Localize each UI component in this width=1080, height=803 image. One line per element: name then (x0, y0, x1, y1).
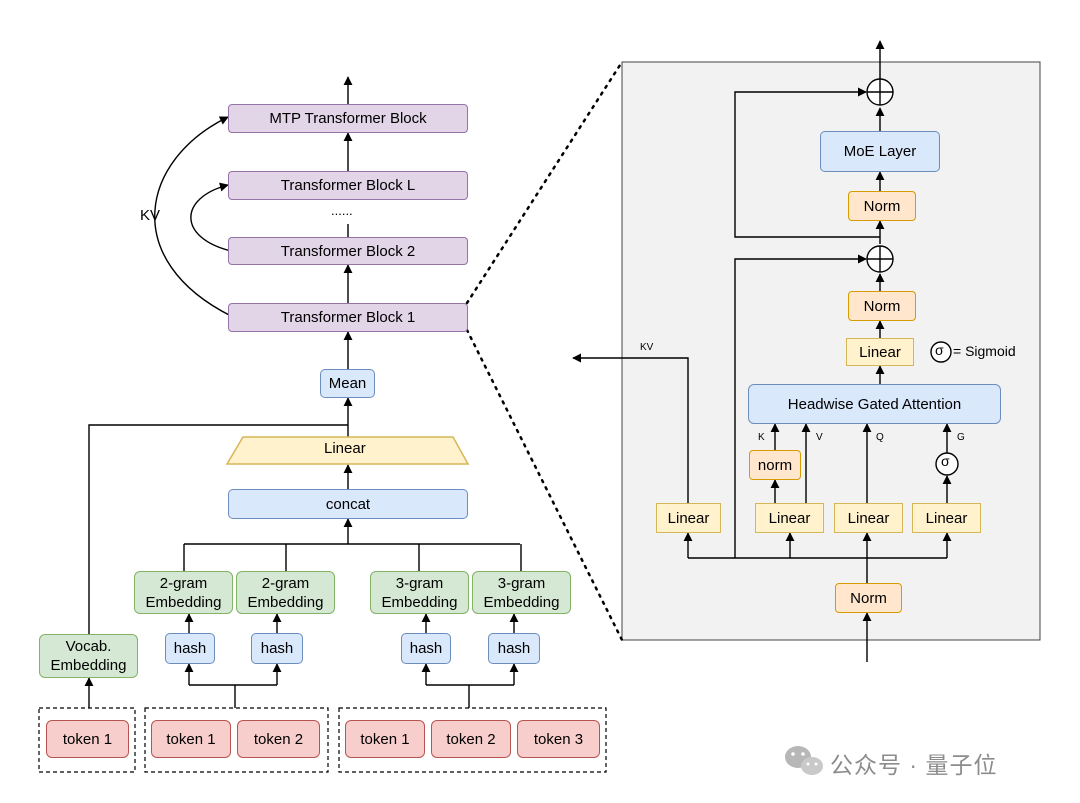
linear-output-block: Linear (846, 338, 914, 366)
transformer-block-l: Transformer Block L (228, 171, 468, 200)
token-group-2 (144, 707, 329, 773)
embedding-line2: Embedding (483, 593, 560, 611)
token-1-vocab: token 1 (46, 720, 129, 758)
token-2-3gram: token 2 (431, 720, 511, 758)
sigmoid-legend-circle (930, 341, 952, 363)
token-2-2gram: token 2 (237, 720, 320, 758)
watermark-text: 公众号 · 量子位 (830, 752, 998, 778)
sigmoid-gate-symbol: σ (941, 453, 950, 469)
token-1-3gram: token 1 (345, 720, 425, 758)
norm-input-block: Norm (835, 583, 902, 613)
kv-output-label: KV (640, 342, 654, 353)
2gram-embedding-2: 2-gram Embedding (236, 571, 335, 614)
kv-label: KV (140, 207, 161, 224)
linear-g-proj: Linear (912, 503, 981, 533)
token-group-3 (338, 707, 607, 773)
2gram-embedding-1: 2-gram Embedding (134, 571, 233, 614)
embedding-line2: Embedding (247, 593, 324, 611)
zoom-line-bottom (465, 328, 624, 642)
3gram-embedding-1: 3-gram Embedding (370, 571, 469, 614)
mean-block: Mean (320, 369, 375, 398)
sigmoid-legend-text: = Sigmoid (953, 343, 1016, 359)
right-connectors (572, 40, 952, 662)
left-connectors (84, 76, 522, 708)
linear-projection-shape (225, 436, 470, 465)
k-input-label: K (758, 432, 765, 443)
token-group-1 (38, 707, 136, 773)
linear-kv-proj: Linear (656, 503, 721, 533)
hash-block-4: hash (488, 633, 540, 664)
norm-after-attention: Norm (848, 291, 916, 321)
hash-block-1: hash (165, 633, 215, 664)
g-input-label: G (957, 432, 965, 443)
embedding-line1: 3-gram (395, 574, 444, 592)
norm-before-moe: Norm (848, 191, 916, 221)
embedding-line1: 3-gram (497, 574, 546, 592)
transformer-block-2: Transformer Block 2 (228, 237, 468, 265)
mtp-transformer-block: MTP Transformer Block (228, 104, 468, 133)
sigmoid-legend-symbol: σ (935, 342, 944, 358)
blocks-ellipsis: ...... (331, 203, 353, 218)
hash-block-3: hash (401, 633, 451, 664)
embedding-line1: 2-gram (159, 574, 208, 592)
hash-block-2: hash (251, 633, 303, 664)
embedding-line1: 2-gram (261, 574, 310, 592)
transformer-block-1: Transformer Block 1 (228, 303, 468, 332)
q-input-label: Q (876, 432, 884, 443)
norm-k-block: norm (749, 450, 801, 480)
embedding-line2: Embedding (145, 593, 222, 611)
headwise-gated-attention: Headwise Gated Attention (748, 384, 1001, 424)
3gram-embedding-2: 3-gram Embedding (472, 571, 571, 614)
concat-block: concat (228, 489, 468, 519)
vocab-line2: Embedding (50, 657, 127, 674)
token-1-2gram: token 1 (151, 720, 231, 758)
embedding-line2: Embedding (381, 593, 458, 611)
v-input-label: V (816, 432, 823, 443)
token-3-3gram: token 3 (517, 720, 600, 758)
vocab-embedding: Vocab. Embedding (39, 634, 138, 678)
linear-projection-label: Linear (324, 440, 366, 457)
linear-k-proj: Linear (755, 503, 824, 533)
wechat-logo-icon (785, 746, 823, 775)
sigmoid-gate-circle (935, 452, 959, 476)
zoom-line-top (465, 60, 624, 305)
moe-layer-block: MoE Layer (820, 131, 940, 172)
vocab-line1: Vocab. (65, 638, 112, 655)
linear-q-proj: Linear (834, 503, 903, 533)
